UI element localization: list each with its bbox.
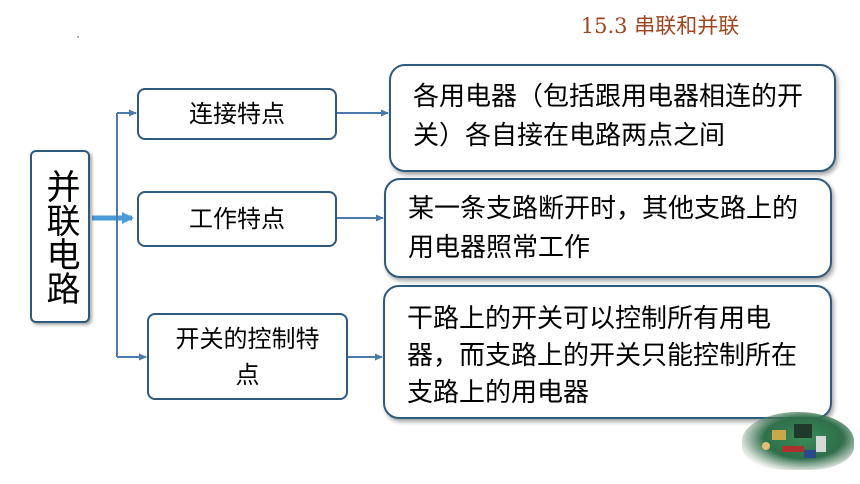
description-box-connection: 各用电器（包括跟用电器相连的开关）各自接在电路两点之间 (389, 64, 836, 172)
main-label: 并联电路 (40, 168, 80, 305)
category-label: 开关的控制特点 (175, 324, 320, 389)
category-box-switch-control: 开关的控制特点 (147, 313, 348, 400)
category-label: 工作特点 (189, 205, 285, 233)
category-label: 连接特点 (189, 100, 285, 128)
description-box-switch-control: 干路上的开关可以控制所有用电器，而支路上的开关只能控制所在支路上的用电器 (383, 285, 832, 419)
main-box: 并联电路 (30, 150, 90, 323)
decorative-dot (77, 36, 79, 38)
circuit-board-image (742, 412, 854, 470)
description-box-working: 某一条支路断开时，其他支路上的用电器照常工作 (384, 178, 832, 278)
description-text: 干路上的开关可以控制所有用电器，而支路上的开关只能控制所在支路上的用电器 (407, 304, 798, 408)
description-text: 某一条支路断开时，其他支路上的用电器照常工作 (408, 194, 799, 263)
category-box-connection: 连接特点 (137, 88, 337, 140)
category-box-working: 工作特点 (137, 191, 337, 247)
description-text: 各用电器（包括跟用电器相连的开关）各自接在电路两点之间 (413, 82, 804, 151)
page-title: 15.3 串联和并联 (580, 14, 740, 38)
